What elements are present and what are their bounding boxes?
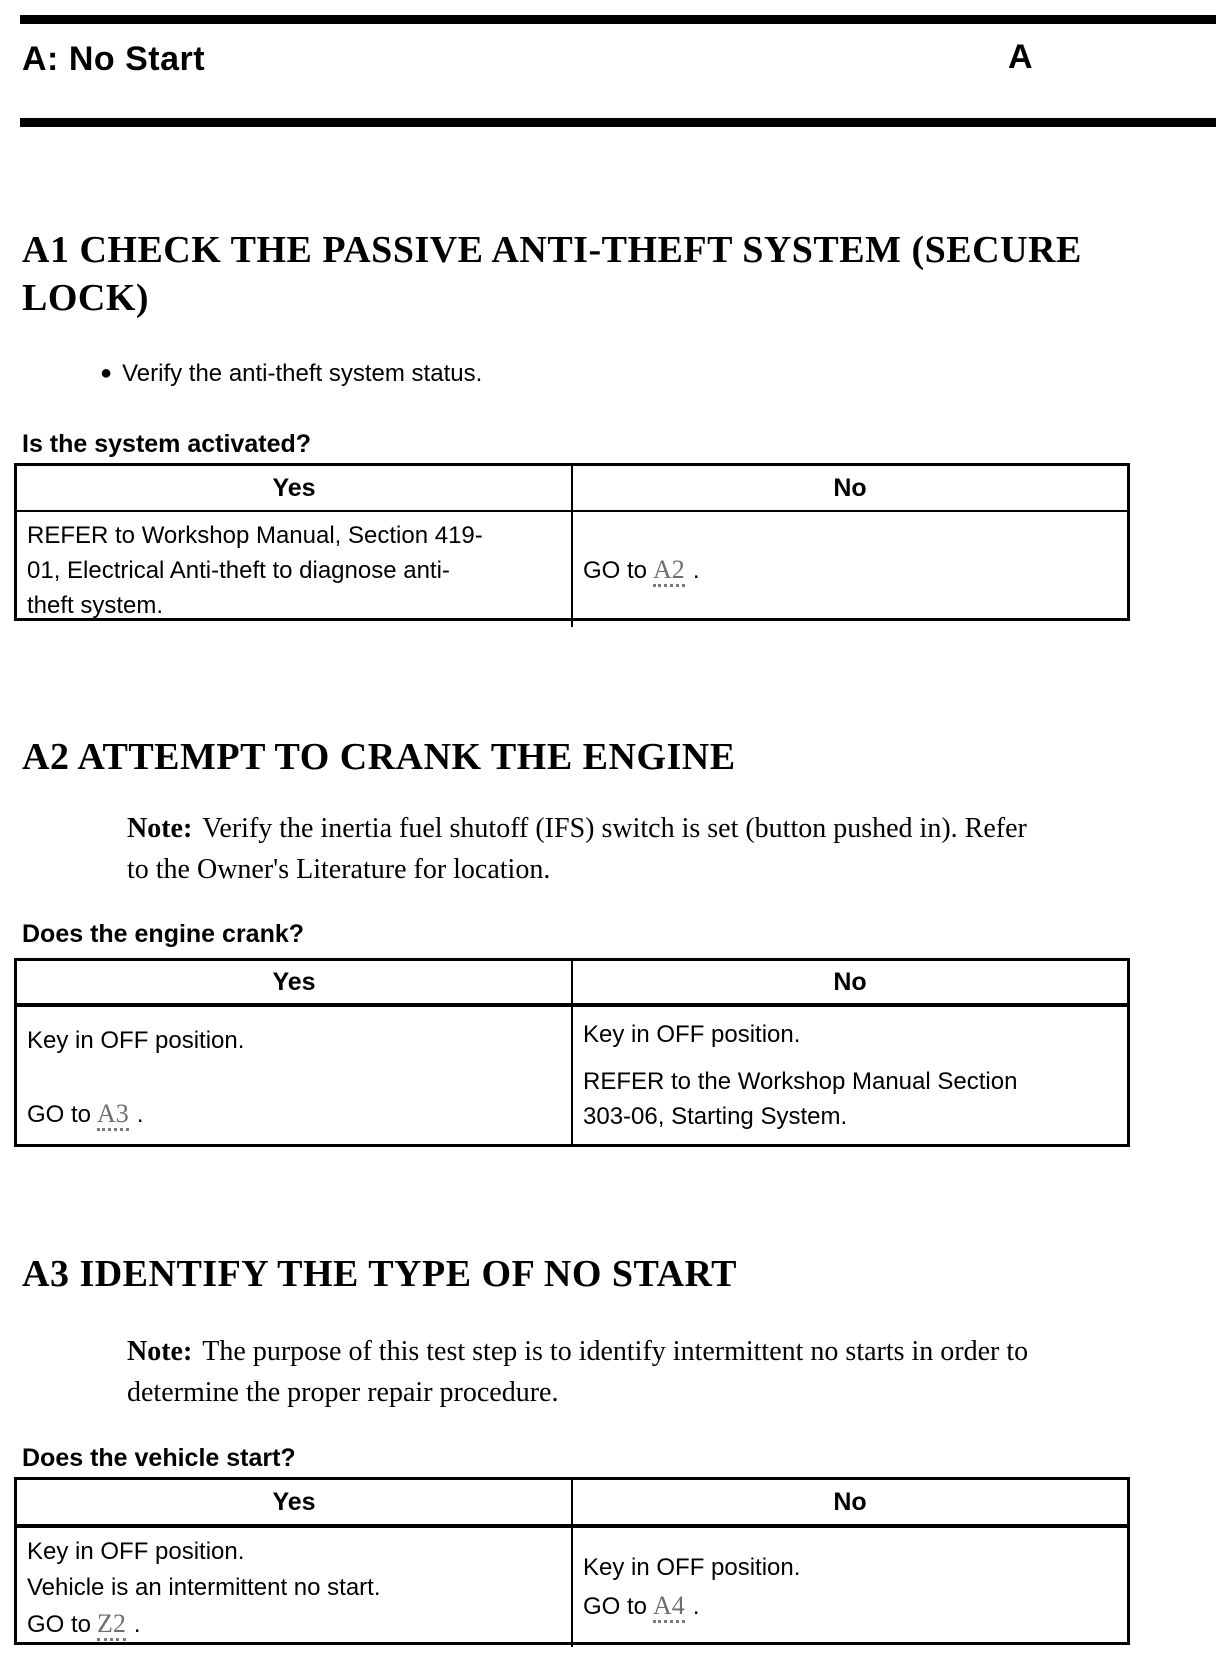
result-line: Key in OFF position.: [583, 1554, 801, 1581]
result-line: 303-06, Starting System.: [583, 1103, 848, 1130]
no-column-header: No: [833, 967, 867, 996]
note-line: Note: The purpose of this test step is to…: [127, 1331, 1157, 1372]
note-text: Verify the inertia fuel shutoff (IFS) sw…: [202, 813, 1027, 844]
yes-result-cell: REFER to Workshop Manual, Section 419- 0…: [17, 512, 573, 627]
question-a2: Does the engine crank?: [22, 920, 305, 948]
section-heading-a1: A1 CHECK THE PASSIVE ANTI-THEFT SYSTEM (…: [22, 226, 1082, 322]
question-a3: Does the vehicle start?: [22, 1444, 296, 1472]
page-section-letter: A: [1008, 38, 1033, 76]
link-a3[interactable]: A3: [97, 1099, 129, 1131]
heading-line: A1 CHECK THE PASSIVE ANTI-THEFT SYSTEM (…: [22, 229, 1082, 271]
note-line: determine the proper repair procedure.: [127, 1377, 559, 1408]
goto-suffix: .: [692, 1593, 700, 1620]
goto-prefix: GO to: [583, 556, 648, 584]
section-heading-a3: A3 IDENTIFY THE TYPE OF NO START: [22, 1250, 737, 1298]
result-line: Key in OFF position.: [583, 1021, 801, 1048]
result-paragraph: REFER to the Workshop Manual Section 303…: [583, 1064, 1117, 1134]
no-column-header: No: [833, 473, 867, 502]
result-line: Vehicle is an intermittent no start.: [27, 1574, 381, 1601]
heading-line: A3 IDENTIFY THE TYPE OF NO START: [22, 1253, 737, 1295]
result-line: REFER to the Workshop Manual Section: [583, 1068, 1018, 1095]
result-line: Key in OFF position.: [27, 1538, 245, 1565]
note-line: to the Owner's Literature for location.: [127, 854, 551, 885]
note-label: Note:: [127, 813, 193, 844]
instruction-text: Verify the anti-theft system status.: [122, 360, 483, 387]
note-line: Note: Verify the inertia fuel shutoff (IF…: [127, 808, 1157, 849]
result-line: 01, Electrical Anti-theft to diagnose an…: [27, 557, 450, 584]
goto-prefix: GO to: [27, 1611, 92, 1638]
yes-column-header: Yes: [17, 961, 573, 1003]
heading-line: A2 ATTEMPT TO CRANK THE ENGINE: [22, 736, 736, 778]
result-line: theft system.: [27, 592, 164, 619]
goto-suffix: .: [133, 1611, 141, 1638]
goto-prefix: GO to: [27, 1101, 92, 1128]
question-a1: Is the system activated?: [22, 430, 312, 458]
header-rule-bottom: [20, 118, 1216, 127]
link-a4[interactable]: A4: [653, 1591, 685, 1623]
page-title: A: No Start: [22, 40, 206, 78]
section-heading-a2: A2 ATTEMPT TO CRANK THE ENGINE: [22, 733, 736, 781]
yes-result-cell: Key in OFF position. Vehicle is an inter…: [17, 1528, 573, 1647]
instruction-bullet-a1: ● Verify the anti-theft system status.: [100, 358, 482, 389]
goto-suffix: .: [692, 556, 700, 584]
note-a3: Note: The purpose of this test step is to…: [127, 1331, 1157, 1413]
yes-column-header: Yes: [17, 466, 573, 510]
no-result-cell: Key in OFF position. REFER to the Worksh…: [573, 1007, 1127, 1144]
note-a2: Note: Verify the inertia fuel shutoff (IF…: [127, 808, 1157, 890]
no-column-header: No: [833, 1487, 867, 1516]
link-z2[interactable]: Z2: [97, 1609, 126, 1641]
note-label: Note:: [127, 1336, 193, 1367]
decision-table-a1: Yes No REFER to Workshop Manual, Section…: [14, 463, 1130, 627]
yes-column-header: Yes: [17, 1480, 573, 1524]
decision-table-a3: Yes No Key in OFF position. Vehicle is a…: [14, 1477, 1130, 1647]
note-text: The purpose of this test step is to iden…: [202, 1336, 1029, 1367]
link-a2[interactable]: A2: [653, 554, 685, 587]
bullet-icon: ●: [100, 362, 113, 384]
heading-line: LOCK): [22, 277, 150, 319]
result-line: Key in OFF position.: [27, 1027, 245, 1054]
header-rule-top: [20, 15, 1216, 24]
goto-prefix: GO to: [583, 1593, 648, 1620]
result-line: REFER to Workshop Manual, Section 419-: [27, 522, 483, 549]
goto-suffix: .: [136, 1101, 144, 1128]
